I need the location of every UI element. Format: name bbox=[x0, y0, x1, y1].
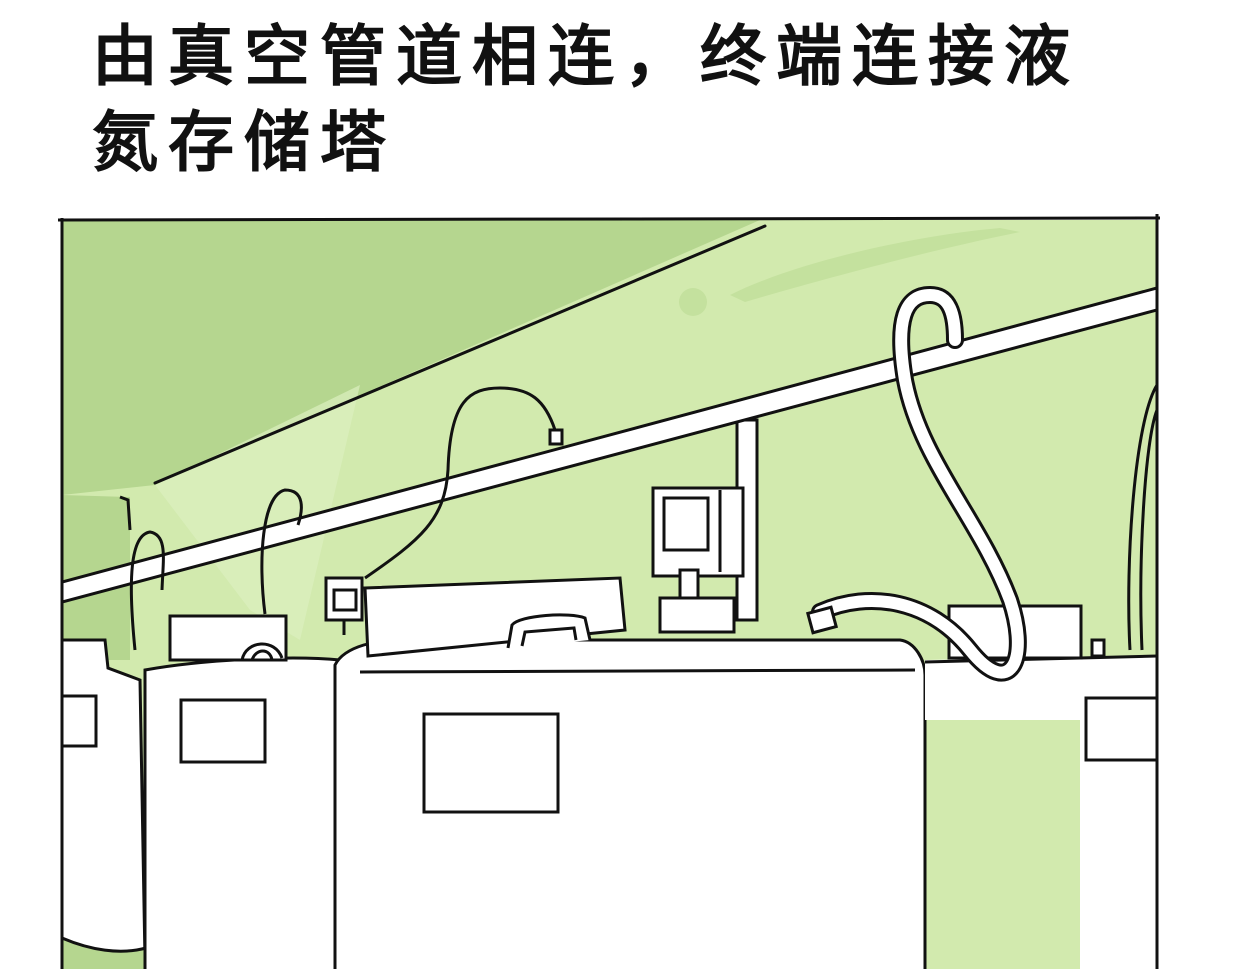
panel-border-top bbox=[57, 216, 1161, 222]
hose-inner bbox=[814, 288, 1024, 679]
tank-second bbox=[143, 614, 342, 969]
right-pipe bbox=[1127, 384, 1157, 651]
hose-coupling bbox=[805, 605, 839, 635]
cable-left-loop bbox=[129, 530, 165, 651]
light-beam bbox=[155, 385, 360, 640]
light-dot bbox=[679, 288, 707, 316]
caption-line-1: 由真空管道相连，终端连接液 bbox=[92, 18, 1080, 95]
cable-left bbox=[119, 495, 132, 531]
cable-clip bbox=[548, 428, 564, 446]
tank-left bbox=[62, 638, 148, 969]
right-pipe-inner bbox=[1139, 409, 1157, 651]
panel-content bbox=[62, 220, 1157, 969]
cable-center bbox=[364, 386, 557, 580]
light-streak bbox=[730, 228, 1020, 302]
wall-shadow-region bbox=[62, 220, 760, 495]
monitor-device bbox=[651, 486, 745, 634]
caption-line-2: 氮存储塔 bbox=[92, 104, 396, 181]
tank-center bbox=[333, 576, 927, 969]
vacuum-pipe bbox=[62, 286, 1157, 604]
cable-second bbox=[260, 488, 303, 615]
ceiling-edge-line bbox=[153, 224, 767, 485]
caption: 由真空管道相连，终端连接液 氮存储塔 bbox=[92, 14, 1192, 186]
sensor-box bbox=[324, 576, 364, 635]
